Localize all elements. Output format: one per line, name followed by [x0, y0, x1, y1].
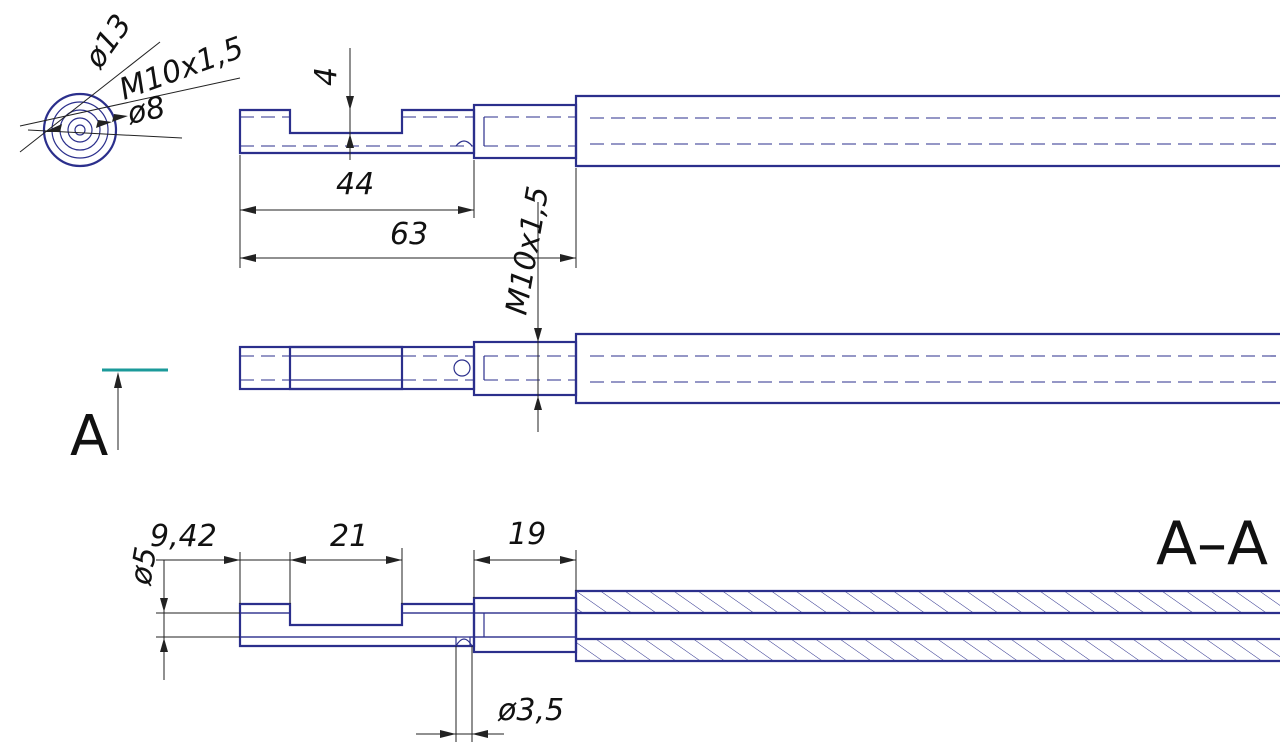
dim-hole-diameter: ø3,5 [497, 693, 564, 728]
side-view: M10x1,5 A [70, 184, 1280, 469]
end-view-d8-label: ø8 [123, 90, 168, 132]
dim-thread-length: 19 [508, 517, 546, 552]
section-title: A–A [1156, 509, 1268, 579]
cutting-plane-label: A [70, 404, 108, 469]
dim-slot: 21 [330, 519, 368, 554]
dim-slot-length: 44 [336, 167, 374, 202]
dim-total-length: 63 [390, 217, 428, 252]
top-view: 4 44 63 [238, 48, 1280, 268]
section-view: A–A 9,42 21 19 ø5 ø3,5 [123, 509, 1280, 742]
dim-slot-depth: 4 [309, 67, 344, 86]
side-thread-label: M10x1,5 [499, 184, 556, 318]
dim-offset: 9,42 [150, 519, 217, 554]
end-view: ø13 M10x1,5 ø8 [19, 8, 248, 168]
dim-bore-diameter: ø5 [123, 544, 164, 588]
